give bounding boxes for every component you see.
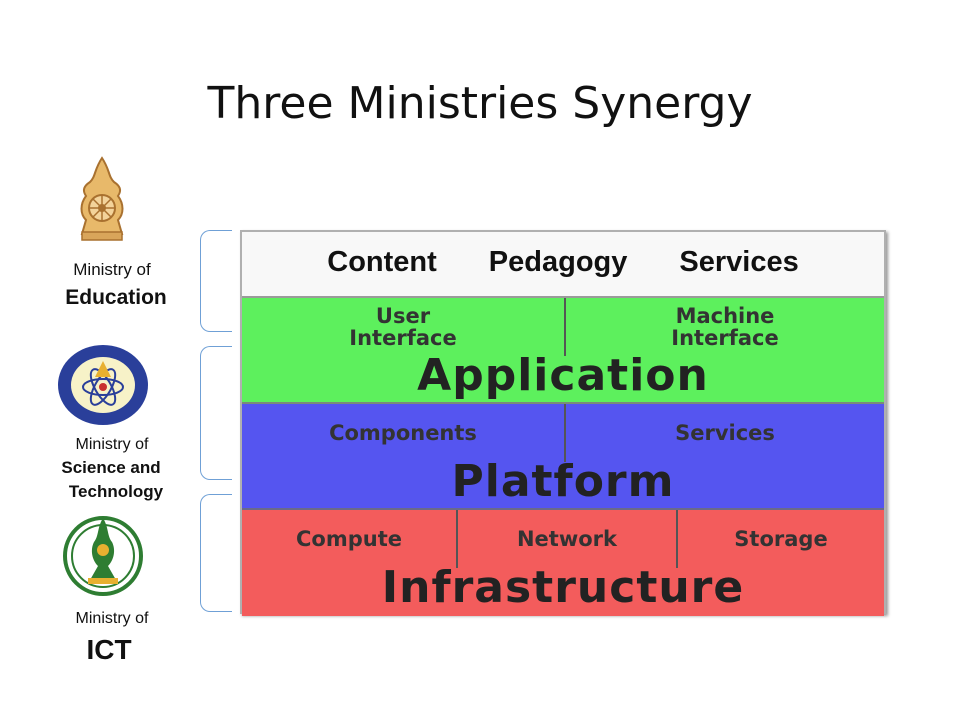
user-interface-label: User Interface <box>242 298 564 356</box>
platform-label: Platform <box>451 456 675 507</box>
compute-label: Compute <box>296 527 402 551</box>
network-label: Network <box>516 527 617 551</box>
ministry-name: ICT <box>86 634 132 665</box>
brace-education <box>200 230 232 332</box>
content-layer: Content Pedagogy Services <box>242 232 884 298</box>
brace-ict <box>200 494 232 612</box>
user-interface-text: User Interface <box>349 304 457 350</box>
infra-divider-1 <box>456 510 458 568</box>
machine-interface-label: Machine Interface <box>566 298 884 356</box>
moe-seal-icon <box>80 156 124 241</box>
ict-seal-icon <box>63 516 143 596</box>
platform-divider <box>564 404 566 462</box>
application-layer: User Interface Machine Interface Applica… <box>242 298 884 404</box>
storage-label: Storage <box>734 527 828 551</box>
components-label: Components <box>329 421 477 445</box>
architecture-stack: Content Pedagogy Services User Interface… <box>240 230 886 616</box>
infrastructure-label: Infrastructure <box>381 562 745 613</box>
machine-interface-text: Machine Interface <box>671 304 779 350</box>
platform-layer: Components Services Platform <box>242 404 884 510</box>
application-label: Application <box>417 350 709 401</box>
ministry-prefix: Ministry of <box>75 436 149 453</box>
infra-divider-2 <box>676 510 678 568</box>
pedagogy-label: Pedagogy <box>488 246 628 278</box>
app-divider <box>564 298 566 356</box>
ministry-education: Ministry of Education <box>20 260 212 310</box>
most-seal-icon <box>58 345 148 425</box>
ministry-name-line2: Technology <box>68 482 164 501</box>
brace-science <box>200 346 232 480</box>
ministry-name: Education <box>65 286 167 309</box>
infrastructure-layer: Compute Network Storage Infrastructure <box>242 510 884 616</box>
services-label: Services <box>679 246 799 278</box>
page-title: Three Ministries Synergy <box>207 78 753 129</box>
ministry-name-line1: Science and <box>61 458 161 477</box>
content-label: Content <box>327 246 437 278</box>
ministry-prefix: Ministry of <box>75 610 149 627</box>
ministry-science: Ministry of Science and Technology <box>20 436 212 502</box>
platform-services-label: Services <box>675 421 775 445</box>
ministry-ict: Ministry of ICT <box>20 610 212 666</box>
ministry-prefix: Ministry of <box>73 260 151 279</box>
